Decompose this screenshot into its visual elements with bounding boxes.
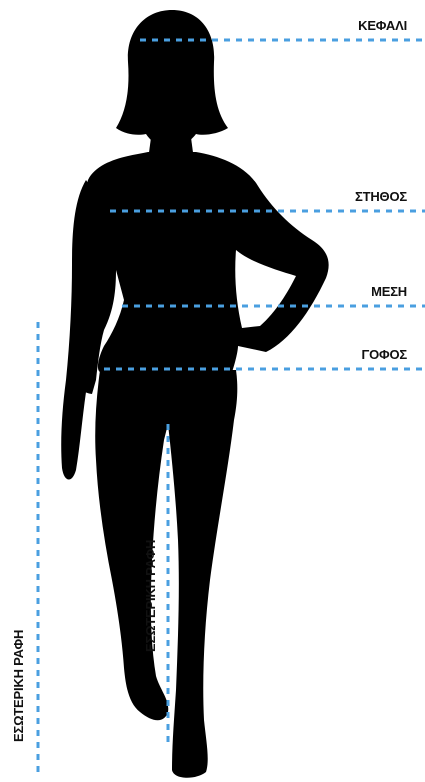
head-label: ΚΕΦΑΛΙ — [358, 19, 407, 33]
torso-shape — [73, 152, 329, 394]
woman-silhouette — [61, 10, 328, 778]
legs-shape — [95, 370, 237, 778]
waist-label: ΜΕΣΗ — [371, 285, 407, 299]
inner-inseam-label: ΕΣΩΤΕΡΙΚΗ ΡΑΦΗ — [144, 540, 158, 652]
hips-label: ΓΟΦΟΣ — [361, 348, 407, 362]
head-hair-shape — [116, 10, 228, 148]
hanging-arm-shape — [61, 180, 97, 480]
outer-inseam-label: ΕΣΩΤΕΡΙΚΗ ΡΑΦΗ — [12, 630, 26, 742]
chest-label: ΣΤΗΘΟΣ — [355, 190, 407, 204]
